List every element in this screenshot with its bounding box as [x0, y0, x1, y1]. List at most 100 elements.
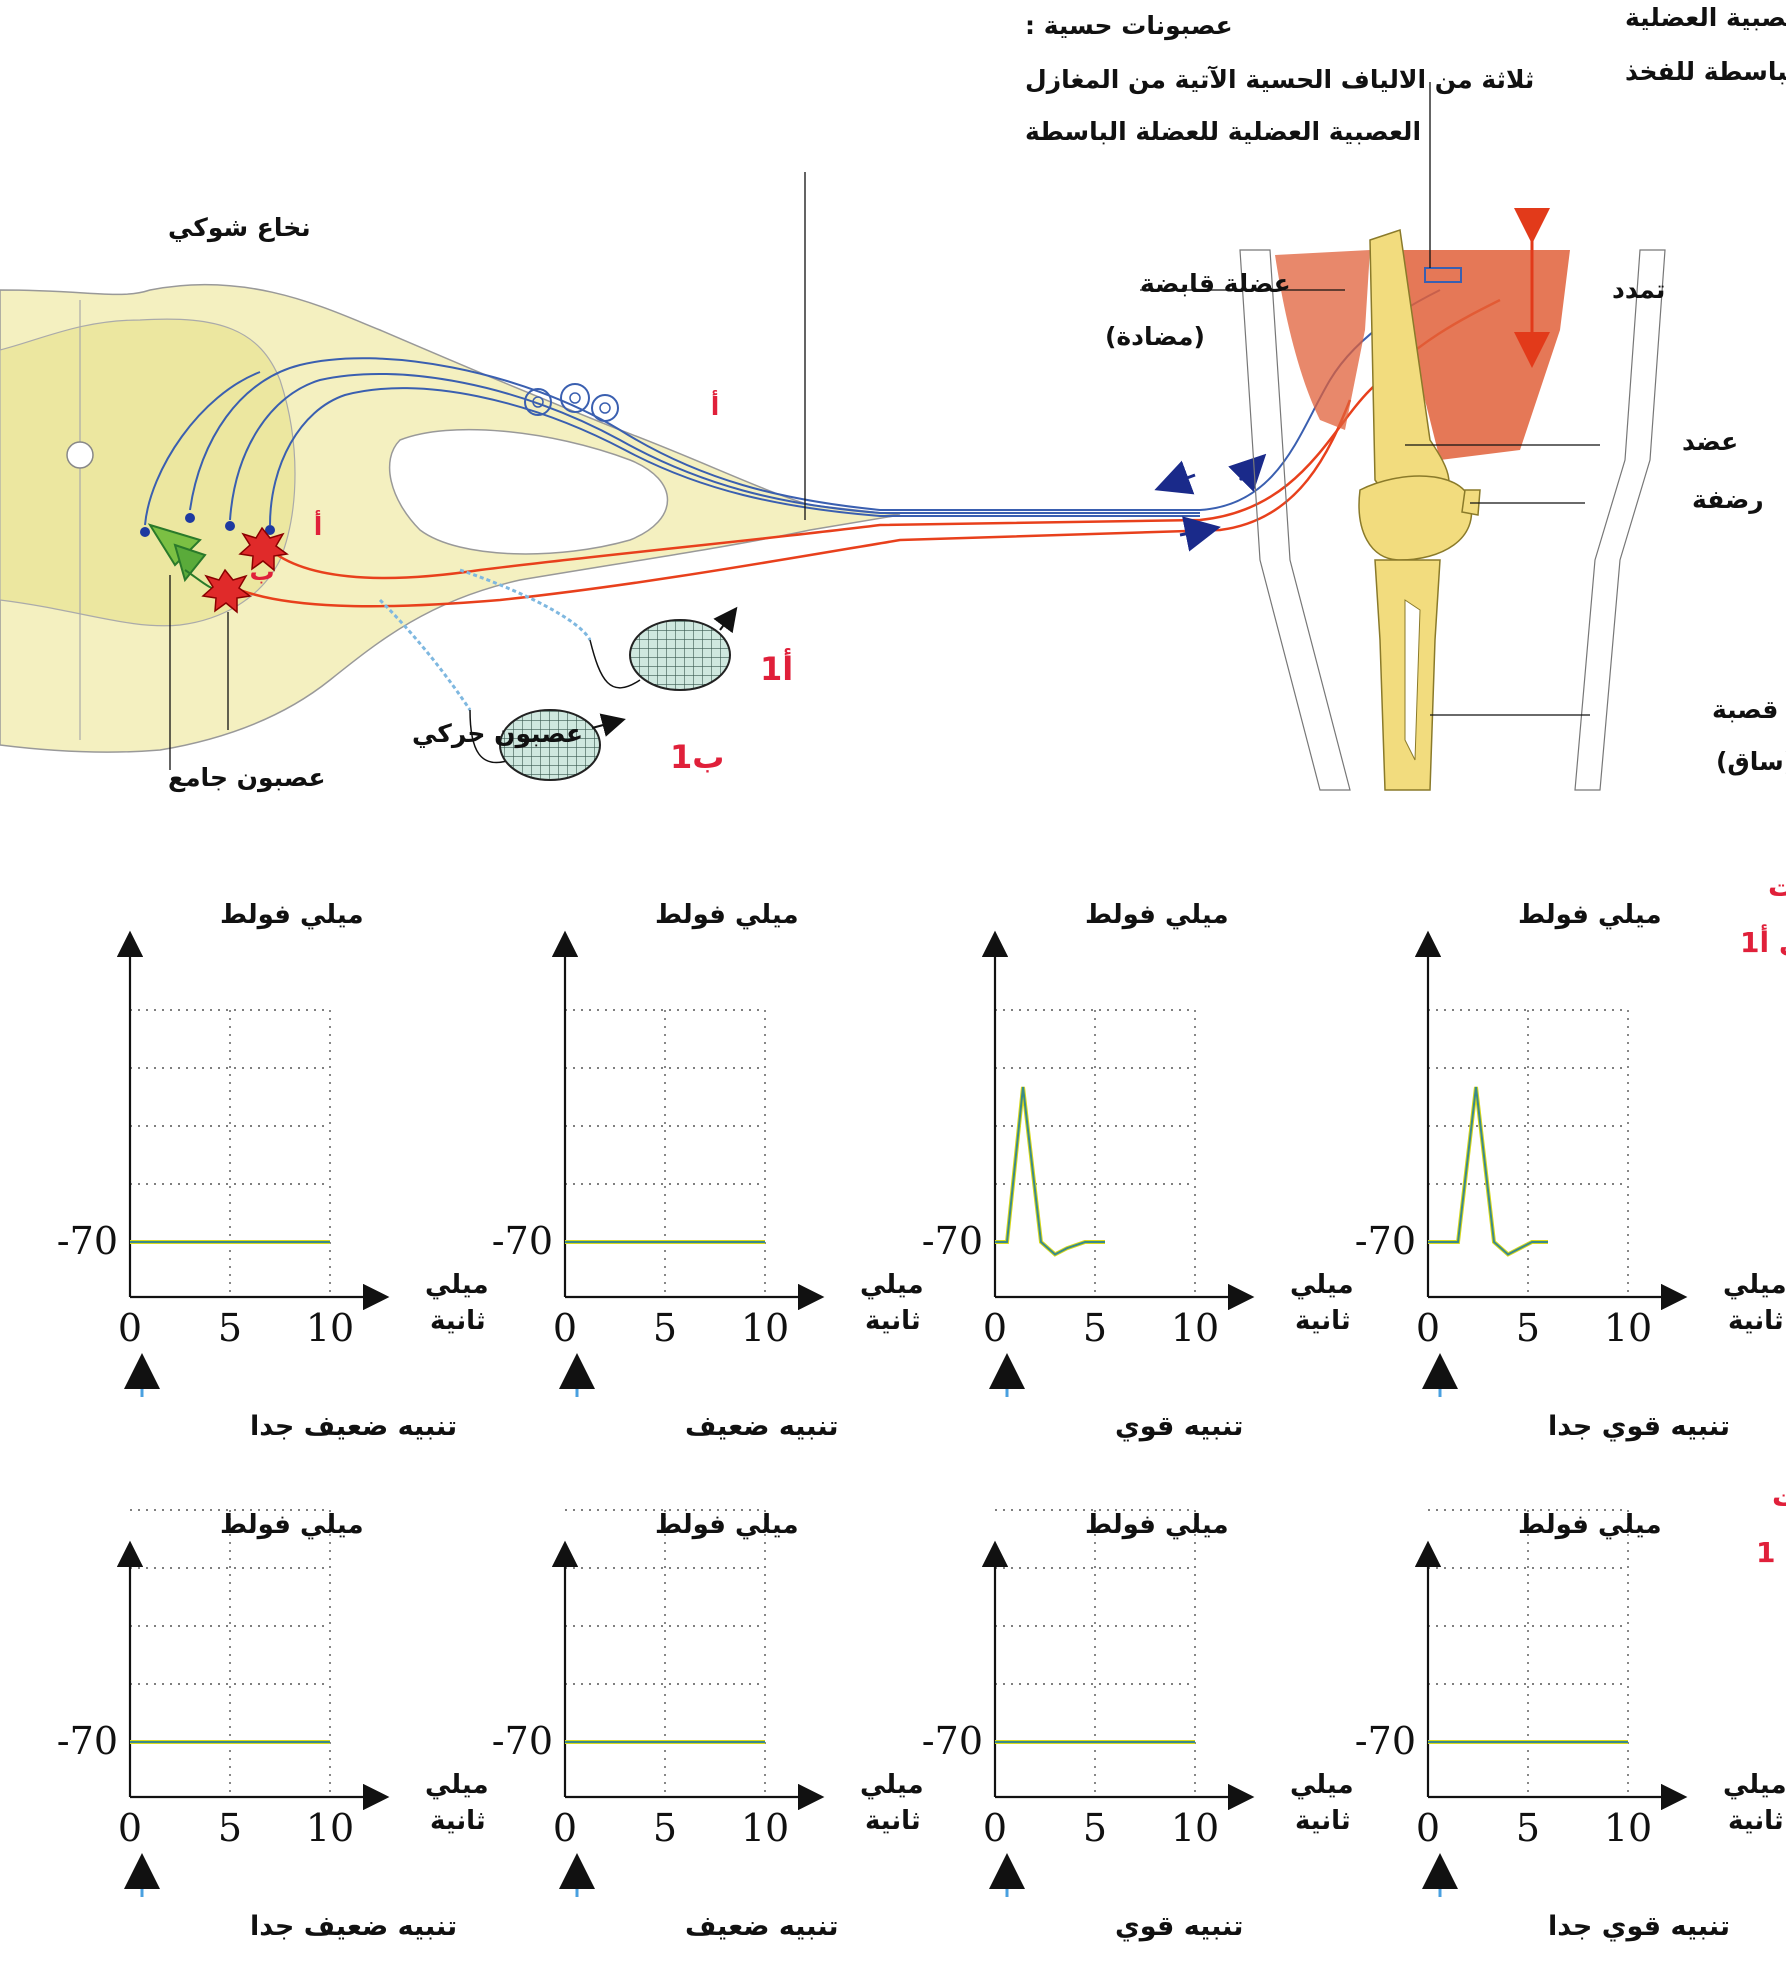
stretch-label: تمدد [1612, 275, 1665, 304]
x-tick-label: 5 [218, 1306, 242, 1350]
recording-plot-b1-2: -700 5 10 ميلي فولط ميلي ثانية تنبيه قوي [922, 1509, 1354, 1942]
x-axis-unit-line1: ميلي [1290, 1770, 1354, 1800]
stimulus-label: تنبيه ضعيف [685, 1411, 838, 1442]
x-tick-label: 0 [553, 1306, 577, 1350]
x-axis-unit-line1: ميلي [860, 1270, 924, 1300]
x-tick-label: 0 [1416, 1806, 1440, 1850]
sensory-neurons-line2: العصبية العضلية للعضلة الباسطة [1025, 117, 1421, 146]
trace-shadow [1428, 1086, 1548, 1257]
antagonist-label: (مضادة) [1105, 322, 1205, 351]
stimulus-label: تنبيه ضعيف [685, 1911, 838, 1942]
patella-label: رضفة [1692, 485, 1764, 514]
sensory-terminals [140, 513, 275, 537]
flexor-muscle-shape [1275, 250, 1370, 430]
leg-label: (ساق) [1716, 747, 1786, 776]
x-tick-label: 10 [1604, 1306, 1652, 1350]
x-axis-unit-line2: ثانية [430, 1306, 486, 1336]
row-b1-subtitle: في ب 1 [1756, 1536, 1786, 1569]
motor-neuron-cells [201, 526, 289, 614]
leg [1239, 208, 1666, 791]
rest-potential-label: -70 [922, 1719, 983, 1763]
recording-plot-a1-4: -700 5 10 ميلي فولط ميلي ثانية تنبيه ضعيف جدا [57, 900, 489, 1442]
row-b1-title: التسجيلات [1772, 1480, 1786, 1513]
stimulus-label: تنبيه قوي جدا [1548, 1411, 1730, 1442]
row-a1-title: التسجيلات [1768, 870, 1786, 903]
femur-label: عضد [1682, 427, 1738, 456]
spindle-shape [1424, 267, 1462, 283]
x-axis-unit-line2: ثانية [1295, 1306, 1351, 1336]
label-a-root: أ [711, 390, 720, 421]
rest-potential-label: -70 [1355, 1719, 1416, 1763]
row-a1-subtitle: في أ1 [1740, 924, 1786, 959]
x-tick-label: 10 [1171, 1806, 1219, 1850]
x-tick-label: 0 [983, 1806, 1007, 1850]
x-tick-label: 10 [1171, 1306, 1219, 1350]
rest-potential-label: -70 [492, 1219, 553, 1263]
stimulus-label: تنبيه قوي [1115, 1911, 1243, 1942]
trace-shadow [995, 1086, 1105, 1257]
x-axis-unit-line1: ميلي [1290, 1270, 1354, 1300]
sensory-neurons-title: عصبونات حسية : [1025, 11, 1233, 41]
y-axis-unit: ميلي فولط [220, 900, 364, 930]
recording-site-b1 [378, 598, 626, 781]
spindle-label-line2: للعضلة الباسطة للفخذ [1625, 57, 1786, 86]
x-tick-label: 0 [1416, 1306, 1440, 1350]
y-axis-unit: ميلي فولط [1085, 900, 1229, 930]
x-axis-unit-line2: ثانية [430, 1806, 486, 1836]
label-a-cell: أ [314, 510, 323, 541]
central-canal [66, 441, 94, 469]
recordings: التسجيلات في أ1 التسجيلات في ب 1 -700510… [57, 870, 1786, 1942]
action-potential-trace [1428, 1086, 1548, 1256]
x-tick-label: 5 [218, 1806, 242, 1850]
interneuron-cell [147, 523, 221, 591]
x-axis-unit-line2: ثانية [1728, 1806, 1784, 1836]
label-a1: أ1 [760, 648, 793, 688]
y-axis-unit: ميلي فولط [655, 900, 799, 930]
x-tick-label: 10 [741, 1806, 789, 1850]
recording-site-a1 [459, 568, 738, 691]
recording-plot-a1-3: -700 5 10 ميلي فولط ميلي ثانية تنبيه ضعيف [492, 900, 924, 1442]
y-axis-unit: ميلي فولط [220, 1510, 364, 1540]
x-axis-unit-line1: ميلي [425, 1770, 489, 1800]
x-axis-unit-line2: ثانية [865, 1306, 921, 1336]
spinal-cord-label: نخاع شوكي [168, 213, 311, 243]
rest-potential-label: -70 [1355, 1219, 1416, 1263]
y-axis-unit: ميلي فولط [1518, 900, 1662, 930]
x-tick-label: 5 [1083, 1806, 1107, 1850]
x-tick-label: 0 [983, 1306, 1007, 1350]
label-b-cell: ب [249, 557, 274, 586]
rest-potential-label: -70 [57, 1719, 118, 1763]
x-axis-unit-line2: ثانية [1295, 1806, 1351, 1836]
x-axis-unit-line2: ثانية [865, 1806, 921, 1836]
rest-potential-label: -70 [57, 1219, 118, 1263]
x-axis-unit-line1: ميلي [860, 1770, 924, 1800]
interneuron-label: عصبون جامع [168, 763, 326, 793]
stimulus-label: تنبيه قوي جدا [1548, 1911, 1730, 1942]
x-axis-unit-line1: ميلي [1723, 1270, 1786, 1300]
x-tick-label: 10 [1604, 1806, 1652, 1850]
x-axis-unit-line1: ميلي [1723, 1770, 1786, 1800]
x-tick-label: 0 [118, 1806, 142, 1850]
stimulus-label: تنبيه ضعيف جدا [250, 1411, 457, 1442]
flexor-muscle-label: عضلة قابضة [1140, 269, 1291, 298]
x-tick-label: 5 [653, 1806, 677, 1850]
x-axis-unit-line1: ميلي [425, 1270, 489, 1300]
rest-potential-label: -70 [922, 1219, 983, 1263]
x-tick-label: 5 [653, 1306, 677, 1350]
x-tick-label: 0 [118, 1306, 142, 1350]
x-tick-label: 10 [741, 1306, 789, 1350]
dorsal-root-gap [388, 428, 669, 555]
reflex-diagram: نخاع شوكي عصبونات حسية : ثلاثة من الاليا… [0, 1, 1786, 793]
action-potential-trace [995, 1086, 1105, 1256]
rest-potential-label: -70 [492, 1719, 553, 1763]
x-tick-label: 0 [553, 1806, 577, 1850]
x-tick-label: 10 [306, 1306, 354, 1350]
stimulus-label: تنبيه ضعيف جدا [250, 1911, 457, 1942]
y-axis-unit: ميلي فولط [655, 1510, 799, 1540]
y-axis-unit: ميلي فولط [1085, 1510, 1229, 1540]
